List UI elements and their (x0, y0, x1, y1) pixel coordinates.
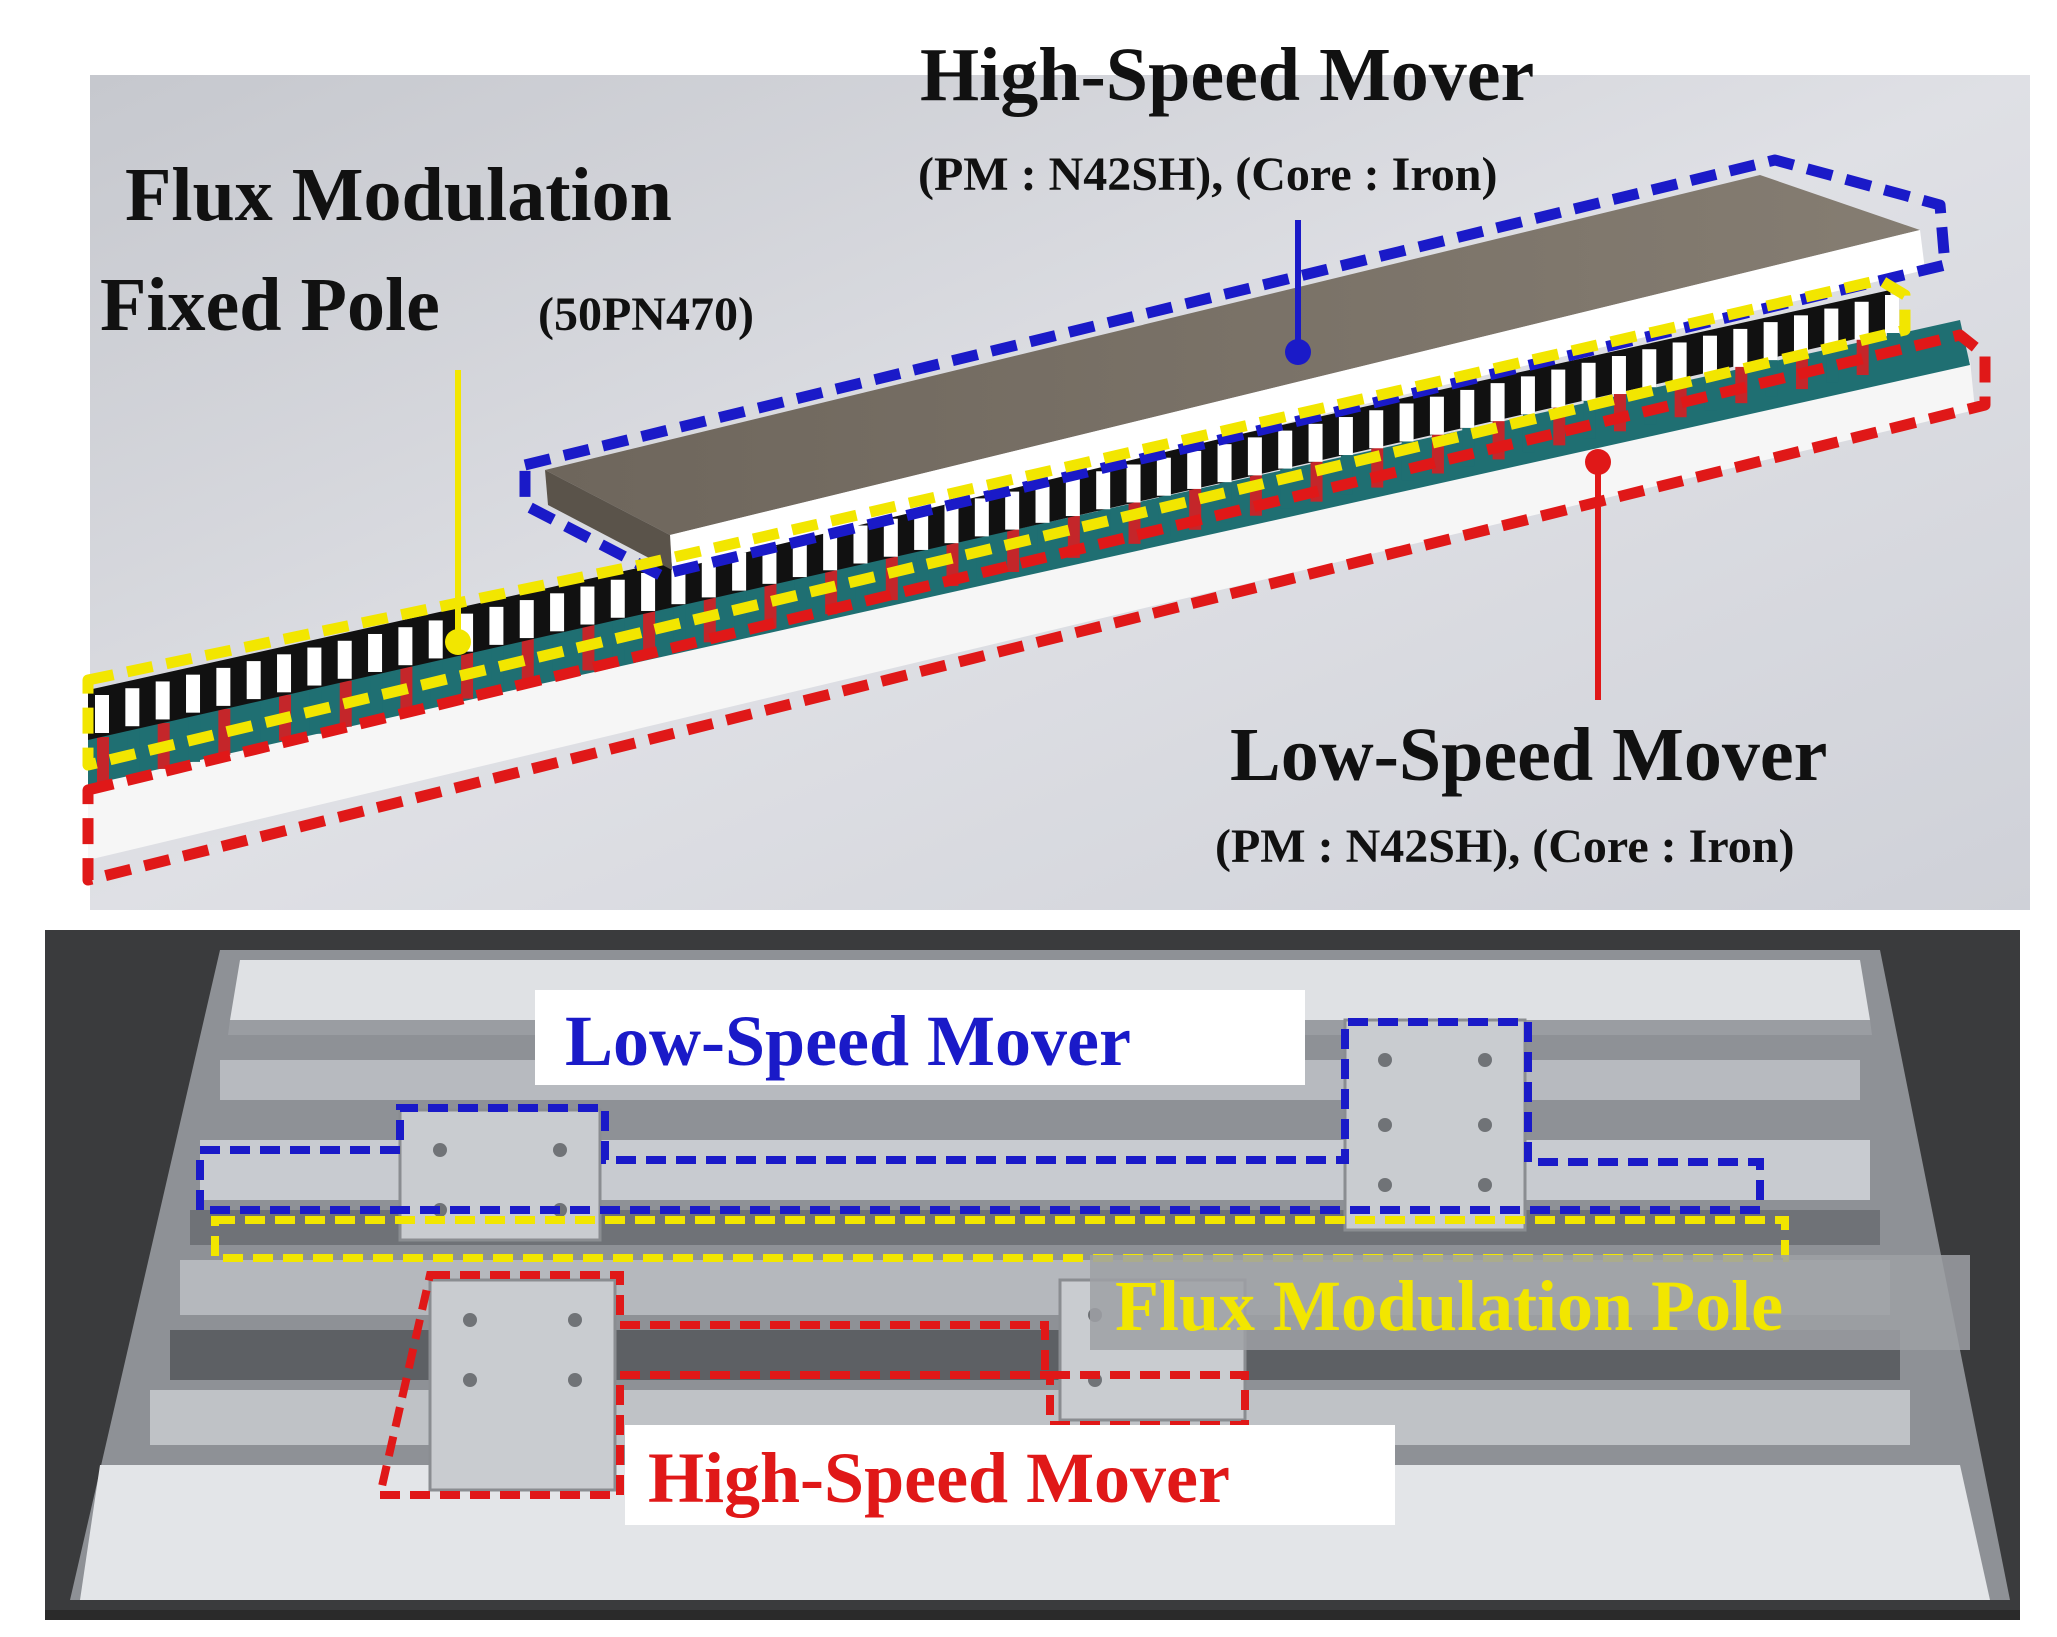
flux-tooth (1126, 464, 1141, 503)
high-speed-mover-title: High-Speed Mover (920, 33, 1534, 117)
high-speed-mover-outline (519, 154, 1951, 581)
flux-tooth (95, 695, 109, 733)
flux-tooth (1005, 491, 1020, 530)
flux-tooth (1096, 471, 1111, 510)
magnet-stripe (643, 610, 656, 657)
flux-tooth (1429, 396, 1444, 435)
high-speed-photo-label: High-Speed Mover (648, 1438, 1230, 1518)
flux-tooth (1247, 437, 1262, 476)
flux-tooth (368, 633, 383, 672)
bottom-rail (80, 1465, 1990, 1600)
magnet-stripe (248, 701, 261, 748)
low-speed-mover-photo-outline (196, 1018, 1764, 1214)
flux-tooth (1490, 383, 1505, 422)
flux-tooth (641, 572, 656, 611)
flux-tooth (944, 505, 959, 544)
flux-tooth (186, 674, 201, 713)
prototype-photo-svg: Low-Speed Mover Flux Modulation Pole Hig… (45, 930, 2020, 1620)
flux-tooth (1308, 423, 1323, 462)
model-diagram: High-Speed Mover (PM : N42SH), (Core : I… (82, 33, 2030, 910)
flux-tooth (125, 688, 140, 727)
flux-tooth (610, 579, 625, 618)
prototype-photo: Low-Speed Mover Flux Modulation Pole Hig… (0, 910, 2057, 1637)
low-speed-photo-label: Low-Speed Mover (565, 1001, 1131, 1081)
flux-tooth (246, 661, 261, 700)
magnet-stripe (97, 737, 109, 783)
flux-tooth (580, 586, 595, 625)
flux-tooth (1733, 328, 1748, 367)
flux-tooth (550, 593, 565, 632)
flux-tooth (1885, 295, 1899, 333)
flux-tooth (1460, 389, 1475, 428)
flux-tooth (1065, 478, 1080, 517)
flux-tooth (1278, 430, 1293, 469)
flux-tooth (1369, 410, 1384, 449)
low-speed-mover-title: Low-Speed Mover (1230, 713, 1827, 797)
low-speed-leader-dot (1585, 449, 1611, 475)
flux-tooth (307, 647, 322, 686)
high-speed-carriage-left (428, 1278, 617, 1492)
flux-tooth (1156, 457, 1171, 496)
flux-tooth (883, 518, 898, 557)
flux-modulation-teeth (88, 290, 1899, 740)
flux-tooth (853, 525, 868, 564)
flux-tooth (337, 640, 352, 679)
flux-tooth (1672, 342, 1687, 381)
flux-tooth (1187, 450, 1202, 489)
flux-tooth (277, 654, 292, 693)
magnet-stripe (1280, 462, 1293, 509)
flux-tooth (1217, 444, 1232, 483)
flux-tooth (823, 532, 838, 571)
low-speed-label-box (535, 990, 1305, 1085)
flux-tooth (1611, 356, 1626, 395)
flux-modulation-title-1: Flux Modulation (125, 153, 672, 237)
low-speed-mover-spec: (PM : N42SH), (Core : Iron) (1215, 820, 1794, 873)
high-speed-mover-body (545, 175, 1925, 570)
flux-modulation-spec: (50PN470) (538, 288, 754, 341)
flux-tooth (701, 559, 716, 598)
flux-tooth (1763, 322, 1778, 361)
high-speed-leader-dot (1285, 339, 1311, 365)
magnet-stripe (794, 575, 807, 622)
flux-pole-label-box (1090, 1255, 1970, 1350)
flux-tooth (1520, 376, 1535, 415)
magnet-stripe (491, 645, 504, 692)
flux-tooth (1581, 362, 1596, 401)
magnet-stripe (521, 638, 534, 685)
flux-tooth (428, 620, 443, 659)
flux-tooth (974, 498, 989, 537)
flux-modulation-outline (82, 274, 1911, 771)
flux-tooth (398, 627, 413, 666)
flux-tooth (216, 667, 231, 706)
flux-tooth (1035, 484, 1050, 523)
flux-tooth (1338, 417, 1353, 456)
flux-leader-dot (445, 629, 471, 655)
magnet-stripe (764, 582, 777, 629)
flux-pole-photo-label: Flux Modulation Pole (1115, 1266, 1783, 1346)
magnet-stripe (370, 673, 383, 720)
flux-tooth (1793, 315, 1808, 354)
flux-tooth (489, 606, 504, 645)
flux-tooth (1854, 301, 1869, 340)
flux-tooth (762, 545, 777, 584)
low-speed-carriage-right (1343, 1018, 1527, 1232)
flux-tooth (1642, 349, 1657, 388)
flux-tooth (519, 600, 534, 639)
flux-tooth (914, 511, 929, 550)
flux-tooth (1824, 308, 1839, 347)
flux-pole-photo-outline (211, 1216, 1789, 1262)
flux-tooth (1551, 369, 1566, 408)
high-speed-label-box (625, 1425, 1395, 1525)
low-speed-mover-outline (82, 329, 1991, 886)
model-diagram-svg: High-Speed Mover (PM : N42SH), (Core : I… (82, 33, 2030, 910)
flux-modulation-title-2: Fixed Pole (100, 263, 440, 347)
flux-tooth (155, 681, 170, 720)
magnet-stripe (218, 708, 231, 755)
flux-tooth (1702, 335, 1717, 374)
high-speed-mover-spec: (PM : N42SH), (Core : Iron) (918, 148, 1497, 201)
flux-tooth (1399, 403, 1414, 442)
flux-tooth (792, 539, 807, 578)
